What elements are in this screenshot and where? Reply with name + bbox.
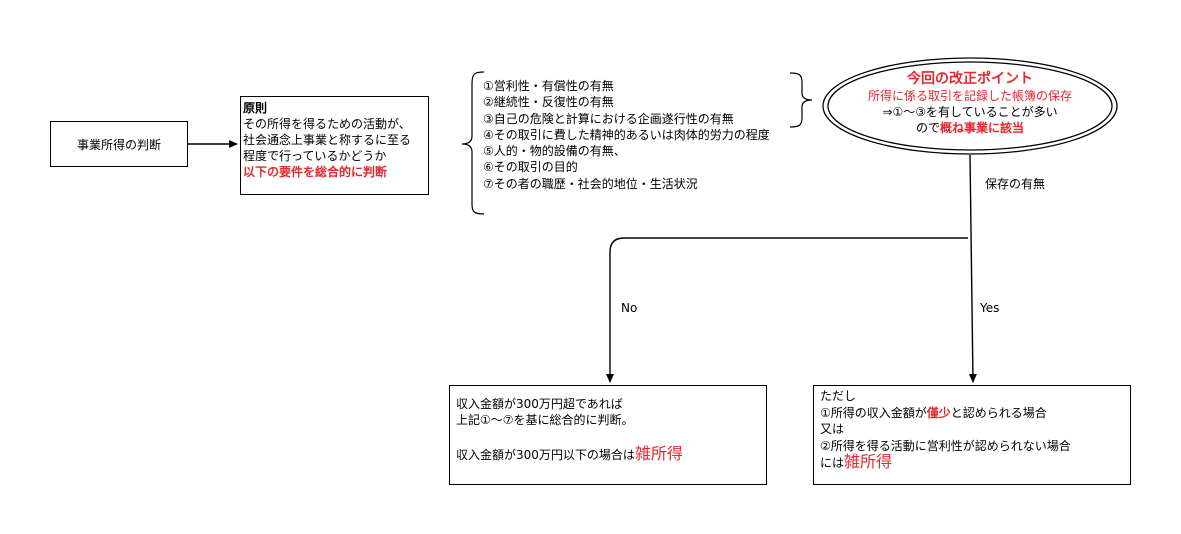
revision-title: 今回の改正ポイント	[907, 71, 1033, 87]
outcome-yes-line5-prefix: には	[820, 456, 845, 470]
branch-label: 保存の有無	[985, 177, 1046, 191]
revision-ellipse-outer	[822, 57, 1118, 155]
revision-subtitle: 所得に係る取引を記録した帳簿の保存	[867, 89, 1072, 103]
criteria-item: ④その取引に費した精神的あるいは肉体的労力の程度	[483, 127, 770, 142]
principle-emphasis: 以下の要件を総合的に判断	[243, 165, 388, 179]
revision-line2-prefix: ので	[915, 121, 940, 135]
revision-line1: ⇒①～③を有していることが多い	[882, 105, 1058, 119]
outcome-no-box: 収入金額が300万円超であれば 上記①～⑦を基に総合的に判断。 収入金額が300…	[449, 385, 767, 485]
criteria-item: ⑥その取引の目的	[483, 160, 578, 175]
criteria-item: ⑤人的・物的設備の有無、	[483, 144, 626, 159]
start-label: 事業所得の判断	[76, 137, 161, 152]
outcome-yes-line2-emphasis: 僅少	[926, 405, 951, 420]
outcome-no-line1: 収入金額が300万円超であれば	[456, 397, 623, 411]
arrow-yes	[968, 154, 977, 383]
revision-point: 今回の改正ポイント 所得に係る取引を記録した帳簿の保存 ⇒①～③を有していること…	[835, 70, 1105, 136]
criteria-item: ③自己の危険と計算における企画遂行性の有無	[483, 111, 734, 126]
arrow-no	[606, 237, 968, 383]
outcome-no-line3-prefix: 収入金額が300万円以下の場合は	[456, 448, 635, 462]
right-brace	[789, 72, 813, 128]
principle-line: 社会通念上事業と称するに至る	[243, 133, 412, 147]
outcome-yes-box: ただし ①所得の収入金額が僅少と認められる場合 又は ②所得を得る活動に営利性が…	[813, 385, 1131, 485]
outcome-yes-line3: 又は	[820, 422, 845, 436]
outcome-no-line2: 上記①～⑦を基に総合的に判断。	[456, 413, 634, 427]
principle-line: その所得を得るための活動が、	[243, 117, 411, 131]
principle-box: 原則 その所得を得るための活動が、 社会通念上事業と称するに至る 程度で行ってい…	[240, 96, 429, 195]
outcome-yes-line4: ②所得を得る活動に営利性が認められない場合	[820, 438, 1071, 453]
criteria-item: ⑦その者の職歴・社会的地位・生活状況	[483, 176, 698, 191]
outcome-yes-line2: ①所得の収入金額が僅少と認められる場合	[820, 405, 1124, 422]
revision-line2-emphasis: 概ね事業に該当	[940, 121, 1025, 135]
branch-no-label: No	[621, 301, 638, 315]
criteria-item: ②継続性・反復性の有無	[483, 95, 614, 110]
start-box: 事業所得の判断	[50, 121, 188, 167]
outcome-no-line3: 収入金額が300万円以下の場合は雑所得	[456, 446, 760, 463]
criteria-item: ①営利性・有償性の有無	[483, 79, 614, 93]
outcome-yes-line1: ただし	[820, 389, 857, 403]
principle-line: 程度で行っているかどうか	[243, 149, 387, 163]
revision-line2: ので概ね事業に該当	[835, 120, 1105, 136]
outcome-yes-line5: には雑所得	[820, 452, 1124, 472]
revision-ellipse-inner	[827, 61, 1113, 151]
left-brace	[461, 71, 485, 215]
criteria-list: ①営利性・有償性の有無 ②継続性・反復性の有無 ③自己の危険と計算における企画遂…	[483, 78, 770, 192]
outcome-yes-line2-suffix: と認められる場合	[950, 405, 1047, 420]
outcome-yes-line2-prefix: ①所得の収入金額が	[820, 405, 927, 420]
outcome-no-line3-emphasis: 雑所得	[634, 444, 683, 463]
branch-yes-label: Yes	[980, 301, 1000, 315]
outcome-yes-line5-emphasis: 雑所得	[844, 452, 893, 471]
principle-title: 原則	[243, 101, 268, 115]
